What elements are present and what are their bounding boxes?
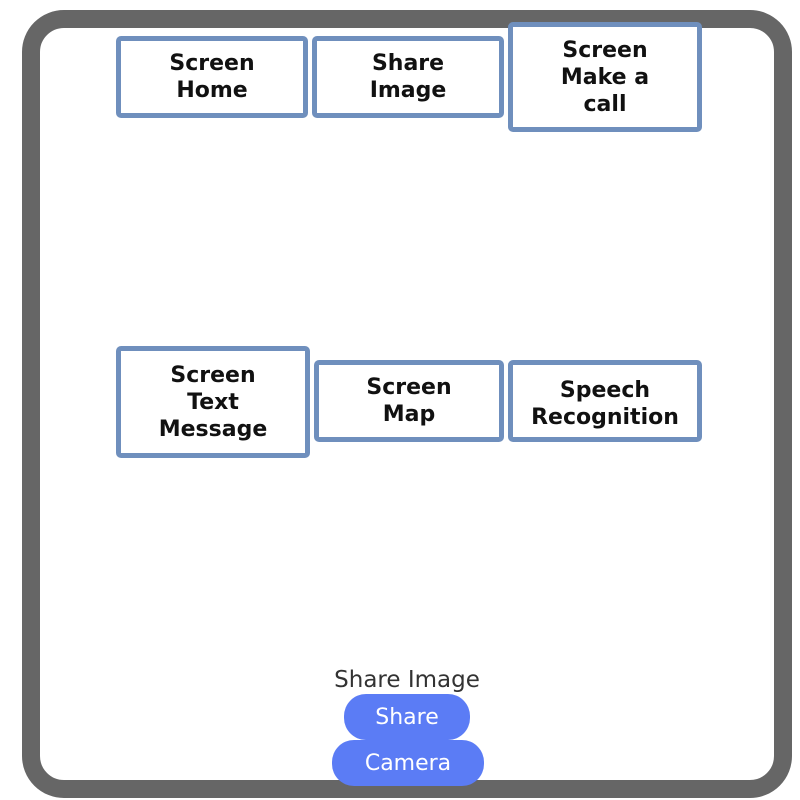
tile-screen-text-message[interactable]: Screen Text Message: [116, 346, 310, 458]
tile-share-image[interactable]: Share Image: [312, 36, 504, 118]
screen-title: Share Image: [334, 667, 480, 693]
tile-screen-home[interactable]: Screen Home: [116, 36, 308, 118]
speech-recognition-label: Speech Recognition: [531, 378, 679, 430]
tile-screen-make-a-call[interactable]: Screen Make a call: [508, 22, 702, 132]
camera-button[interactable]: Camera: [332, 740, 484, 786]
share-button[interactable]: Share: [344, 694, 470, 740]
tile-speech-recognition[interactable]: Speech Recognition: [508, 360, 702, 442]
tile-screen-map[interactable]: Screen Map: [314, 360, 504, 442]
